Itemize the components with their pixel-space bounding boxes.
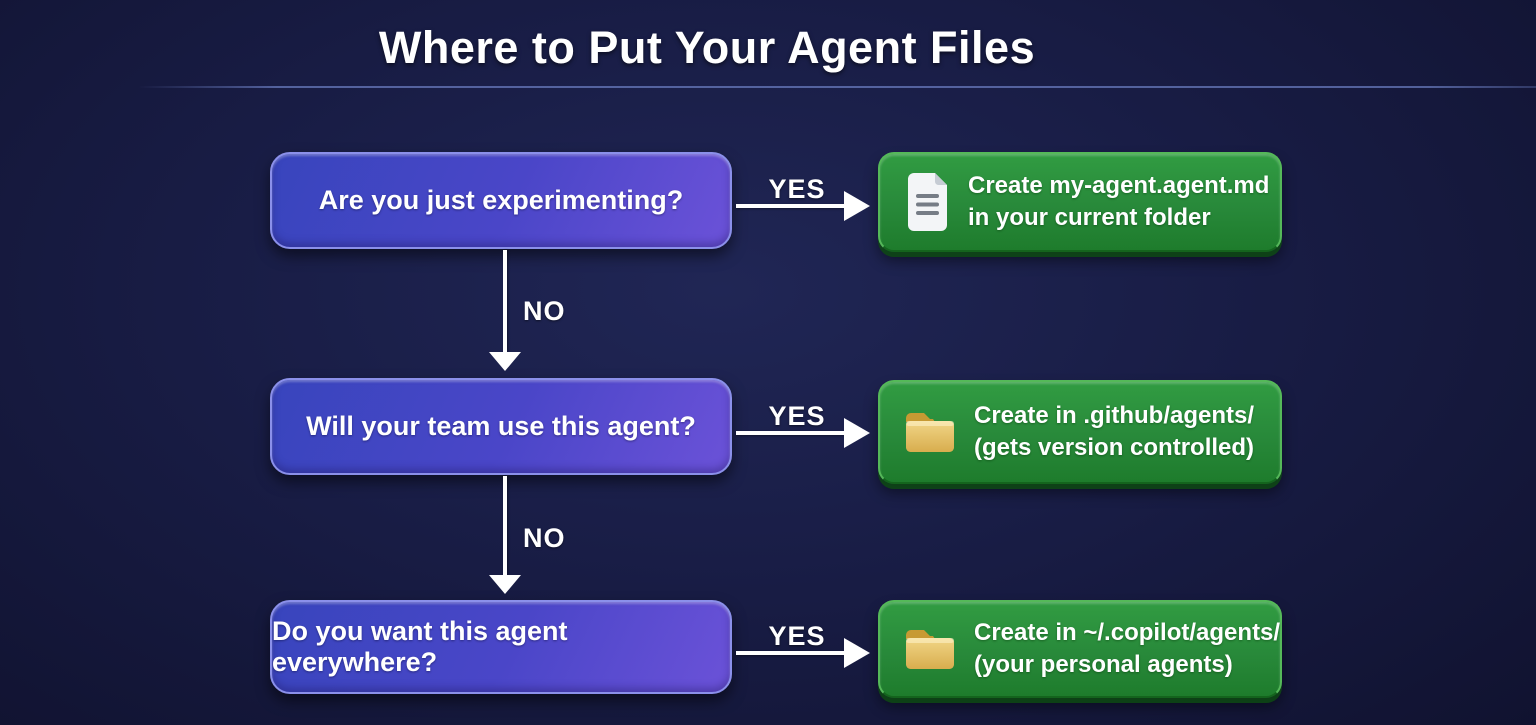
- no-label-1: NO: [523, 296, 566, 326]
- result-line-3b: (your personal agents): [974, 651, 1233, 678]
- no-arrow-1: [503, 250, 507, 352]
- result-box-2: Create in .github/agents/ (gets version …: [878, 380, 1282, 484]
- question-box-2: Will your team use this agent?: [270, 378, 732, 475]
- title-divider: [0, 86, 1536, 88]
- result-text-1: Create my-agent.agent.md in your current…: [968, 170, 1269, 234]
- question-text-2: Will your team use this agent?: [306, 411, 696, 441]
- no-label-2: NO: [523, 523, 566, 553]
- result-line-1a: Create my-agent.agent.md: [968, 172, 1270, 199]
- yes-arrow-1: [736, 204, 844, 208]
- yes-arrow-2: [736, 431, 844, 435]
- yes-label-3: YES: [768, 621, 826, 651]
- result-text-2: Create in .github/agents/ (gets version …: [974, 400, 1254, 464]
- question-text-1: Are you just experimenting?: [318, 185, 684, 215]
- yes-label-2: YES: [768, 401, 826, 431]
- question-text-3: Do you want this agent everywhere?: [272, 616, 568, 677]
- result-box-1: Create my-agent.agent.md in your current…: [878, 152, 1282, 252]
- result-box-3: Create in ~/.copilot/agents/ (your perso…: [878, 600, 1282, 698]
- result-text-3: Create in ~/.copilot/agents/ (your perso…: [974, 617, 1280, 681]
- yes-arrow-3: [736, 651, 844, 655]
- page-title: Where to Put Your Agent Files: [378, 22, 1036, 73]
- result-line-3a: Create in ~/.copilot/agents/: [974, 619, 1281, 646]
- folder-icon: [902, 408, 958, 456]
- result-line-2a: Create in .github/agents/: [974, 402, 1255, 429]
- question-box-3: Do you want this agent everywhere?: [270, 600, 732, 694]
- folder-icon: [902, 625, 958, 673]
- yes-label-1: YES: [768, 174, 826, 204]
- result-line-1b: in your current folder: [968, 204, 1211, 231]
- no-arrow-2: [503, 476, 507, 575]
- result-line-2b: (gets version controlled): [974, 434, 1255, 461]
- document-icon: [902, 172, 952, 232]
- question-box-1: Are you just experimenting?: [270, 152, 732, 249]
